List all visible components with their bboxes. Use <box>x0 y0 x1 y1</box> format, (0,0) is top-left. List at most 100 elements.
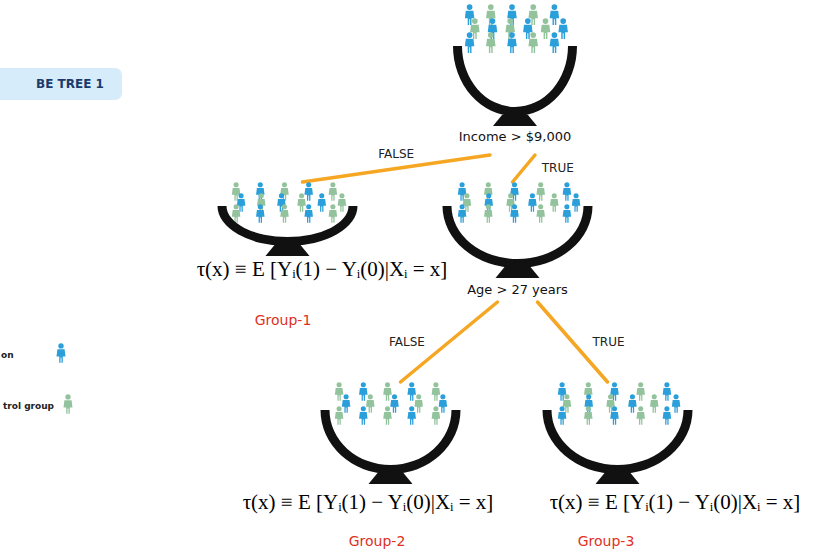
person-body <box>484 210 493 223</box>
legend-text: trol group <box>3 401 54 412</box>
person-head <box>258 182 263 187</box>
person-icon <box>338 193 347 212</box>
bowl-shape <box>215 182 360 256</box>
person-head <box>234 204 239 209</box>
person-head <box>530 32 536 38</box>
person-head <box>361 406 366 411</box>
person-icon <box>390 394 399 413</box>
person-body <box>563 188 572 201</box>
person-icon <box>237 193 246 212</box>
person-body <box>558 388 567 401</box>
bowl-shape <box>540 382 695 486</box>
tree-node-bowl: Age > 27 years <box>440 182 595 302</box>
person-head <box>560 18 566 24</box>
person-icon <box>584 382 593 401</box>
person-icon <box>256 182 265 201</box>
person-body <box>550 199 559 212</box>
split-rule: Age > 27 years <box>467 283 568 298</box>
person-body <box>572 199 581 212</box>
person-head <box>509 4 515 10</box>
person-head <box>488 32 494 38</box>
bowl-outline <box>443 206 593 268</box>
tree-node-bowl: τ(x) ≡ E [Yᵢ(1) − Yᵢ(0)|Xᵢ = x]Group-1 <box>215 182 360 256</box>
person-icon <box>342 394 351 413</box>
person-body <box>329 188 338 201</box>
person-body <box>57 349 66 363</box>
person-body <box>304 188 313 201</box>
person-body <box>528 39 538 53</box>
people-group <box>335 382 447 425</box>
person-head <box>409 406 414 411</box>
person-head <box>608 394 613 399</box>
person-body <box>550 11 560 25</box>
person-icon <box>485 193 494 212</box>
person-body <box>407 388 416 401</box>
person-body <box>505 25 515 39</box>
person-body <box>432 412 441 425</box>
person-body <box>536 210 545 223</box>
person-head <box>282 182 287 187</box>
person-body <box>257 199 266 212</box>
person-head <box>409 382 414 387</box>
person-icon <box>359 382 368 401</box>
person-icon <box>550 193 559 212</box>
bowl-outline <box>218 206 358 246</box>
branch-label: TRUE <box>539 161 577 175</box>
person-body <box>338 199 347 212</box>
person-icon <box>484 204 493 223</box>
person-body <box>485 199 494 212</box>
bowl-shape <box>318 382 463 486</box>
person-head <box>337 382 342 387</box>
group-label: Group-2 <box>349 533 406 549</box>
person-icon <box>359 406 368 425</box>
person-icon <box>541 18 551 39</box>
person-body <box>650 400 659 413</box>
person-body <box>304 210 313 223</box>
person-body <box>636 388 645 401</box>
person-body <box>484 188 493 201</box>
person-head <box>319 193 324 198</box>
person-icon <box>407 406 416 425</box>
person-body <box>585 400 594 413</box>
bowl-stand <box>596 473 640 484</box>
person-head <box>560 382 565 387</box>
person-body <box>550 39 560 53</box>
person-head <box>467 32 473 38</box>
branch-label: TRUE <box>589 335 627 349</box>
effect-formula: τ(x) ≡ E [Yᵢ(1) − Yᵢ(0)|Xᵢ = x] <box>243 490 494 514</box>
person-icon <box>558 406 567 425</box>
person-icon <box>64 394 73 414</box>
person-head <box>467 4 473 10</box>
person-body <box>335 412 344 425</box>
person-head <box>543 18 549 24</box>
person-body <box>536 188 545 201</box>
effect-formula: τ(x) ≡ E [Yᵢ(1) − Yᵢ(0)|Xᵢ = x] <box>197 257 448 281</box>
branch-label: FALSE <box>386 335 428 349</box>
person-head <box>65 394 70 399</box>
person-icon <box>432 382 441 401</box>
person-head <box>512 204 517 209</box>
person-head <box>299 193 304 198</box>
person-icon <box>536 204 545 223</box>
person-body <box>465 39 475 53</box>
person-icon <box>280 204 289 223</box>
person-icon <box>383 382 392 401</box>
person-icon <box>335 406 344 425</box>
person-icon <box>465 32 475 53</box>
person-icon <box>304 182 313 201</box>
person-head <box>344 394 349 399</box>
person-head <box>586 394 591 399</box>
person-body <box>256 188 265 201</box>
person-head <box>392 394 397 399</box>
person-icon <box>439 394 448 413</box>
person-icon <box>636 382 645 401</box>
person-head <box>472 18 478 24</box>
person-icon <box>584 406 593 425</box>
group-label: Group-1 <box>255 312 312 328</box>
person-body <box>366 400 375 413</box>
person-head <box>464 193 469 198</box>
person-icon <box>550 4 560 25</box>
person-head <box>337 406 342 411</box>
person-body <box>318 199 327 212</box>
bowl-outline <box>453 46 577 116</box>
